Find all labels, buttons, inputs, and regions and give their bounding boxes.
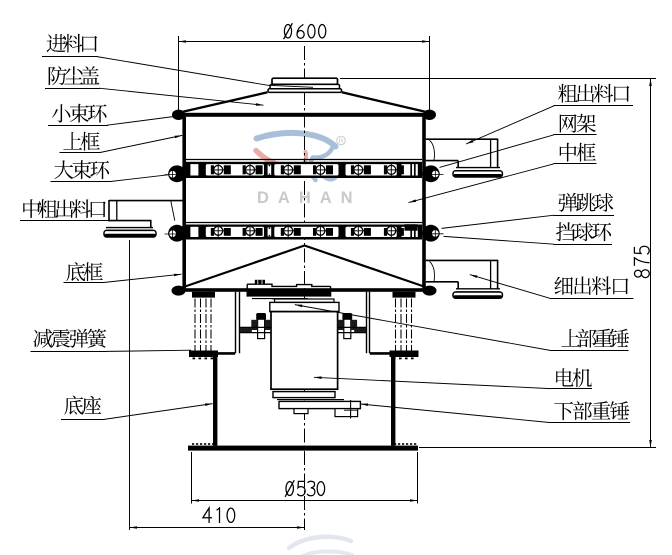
svg-text:R: R xyxy=(339,138,344,145)
svg-text:DAHAN: DAHAN xyxy=(257,189,362,207)
